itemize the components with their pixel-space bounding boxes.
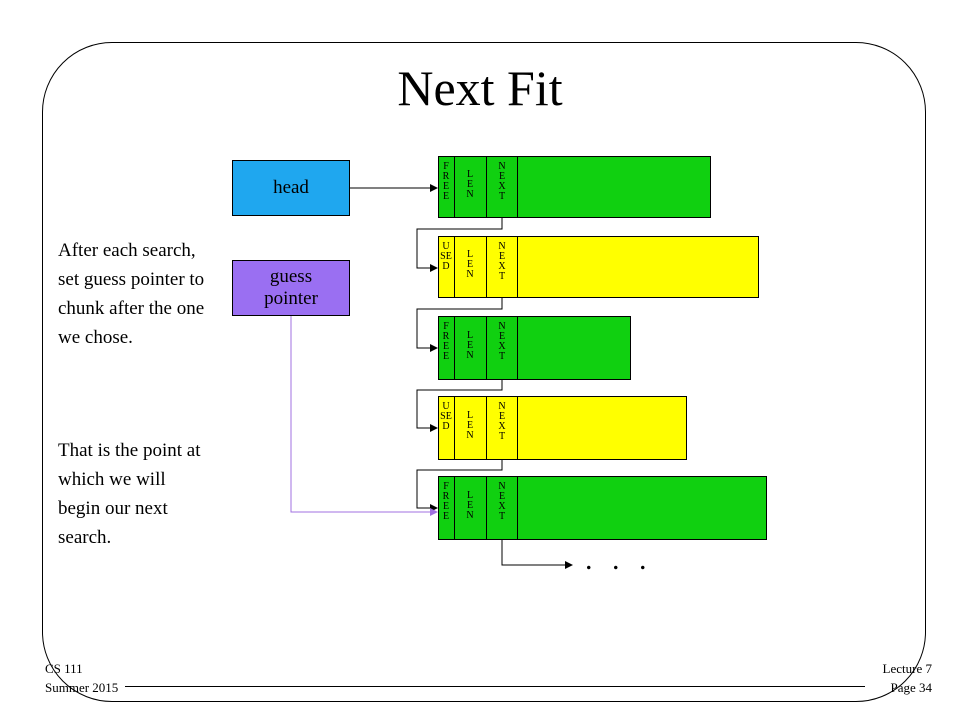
explanation-paragraph: After each search, set guess pointer to … [58, 240, 205, 348]
chunk-status-text: FREE [442, 321, 450, 362]
chunk-next-cell [486, 236, 518, 298]
guess-pointer-box: guess pointer [232, 260, 350, 316]
chunk-next-cell [486, 476, 518, 540]
next-arrow [416, 460, 503, 512]
chunk-next-text: NEXT [498, 401, 506, 442]
chunk-status-text: FREE [442, 481, 450, 522]
chunk-data-area [517, 156, 711, 218]
chunk-status-text: USED [440, 401, 452, 432]
slide-title: Next Fit [397, 60, 563, 116]
chunk-next-cell [486, 316, 518, 380]
lecture-label: Lecture 7 [882, 661, 932, 676]
next-arrow [416, 218, 503, 272]
chunk-len-text: LEN [466, 169, 474, 200]
page-number: Page 34 [890, 680, 932, 695]
chunk-data-area [517, 236, 759, 298]
chunk-status-text: USED [440, 241, 452, 272]
footer-right: Lecture 7 Page 34 [870, 659, 932, 697]
chunk-status-text: FREE [442, 161, 450, 202]
chunk-len-text: LEN [466, 490, 474, 521]
ellipsis: . . . [585, 543, 653, 576]
explanation-paragraph: That is the point at which we will begin… [58, 440, 201, 548]
guess-arrow [290, 316, 438, 516]
footer-left: CS 111 Summer 2015 [45, 659, 118, 697]
chunk-len-text: LEN [466, 410, 474, 441]
next-arrow [501, 540, 573, 569]
chunk-len-text: LEN [466, 249, 474, 280]
term-label: Summer 2015 [45, 680, 119, 695]
course-label: CS 111 [45, 661, 83, 676]
chunk-data-area [517, 316, 631, 380]
chunk-next-text: NEXT [498, 321, 506, 362]
chunk-len-cell [454, 316, 487, 380]
chunk-next-text: NEXT [498, 241, 506, 282]
head-pointer-box: head [232, 160, 350, 216]
chunk-data-area [517, 396, 687, 460]
slide-frame [42, 42, 926, 702]
guess-label: guess pointer [264, 266, 318, 309]
next-arrow [416, 298, 503, 352]
head-label: head [273, 177, 309, 198]
next-arrow [416, 380, 503, 432]
chunk-len-text: LEN [466, 330, 474, 361]
chunk-next-text: NEXT [498, 161, 506, 202]
chunk-data-area [517, 476, 767, 540]
chunk-next-text: NEXT [498, 481, 506, 522]
chunk-len-cell [454, 476, 487, 540]
footer-divider [125, 686, 865, 687]
chunk-len-cell [454, 236, 487, 298]
